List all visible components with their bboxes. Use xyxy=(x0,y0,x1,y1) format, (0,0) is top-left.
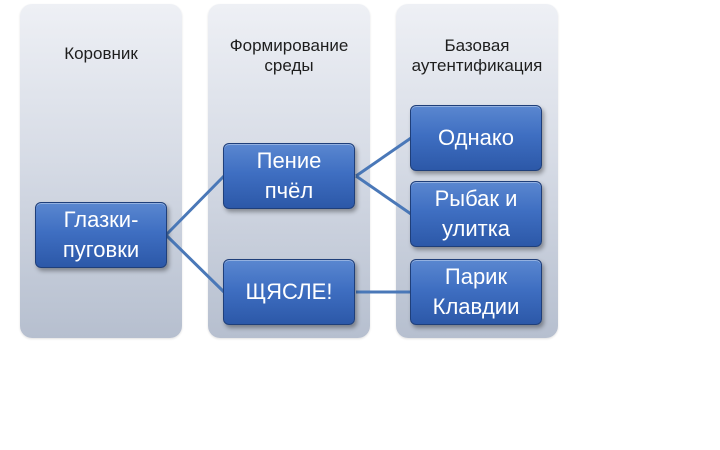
node-root[interactable]: Глазки-пуговки xyxy=(35,202,167,268)
column-1-title: Коровник xyxy=(64,44,138,63)
column-2-title: Формирование среды xyxy=(229,36,349,75)
column-1: Коровник xyxy=(20,4,182,338)
node-right-2[interactable]: Рыбак и улитка xyxy=(410,181,542,247)
column-3-title: Базовая аутентификация xyxy=(411,36,543,75)
node-right-3-label: Парик Клавдии xyxy=(432,264,520,319)
node-mid-bottom-label: ЩЯСЛЕ! xyxy=(245,279,333,304)
node-right-3[interactable]: Парик Клавдии xyxy=(410,259,542,325)
node-right-1-label: Однако xyxy=(438,125,514,150)
node-right-1[interactable]: Однако xyxy=(410,105,542,171)
node-mid-top-label: Пение пчёл xyxy=(256,148,322,203)
node-mid-top[interactable]: Пение пчёл xyxy=(223,143,355,209)
node-root-label: Глазки-пуговки xyxy=(62,207,140,262)
node-right-2-label: Рыбак и улитка xyxy=(434,186,518,241)
node-mid-bottom[interactable]: ЩЯСЛЕ! xyxy=(223,259,355,325)
